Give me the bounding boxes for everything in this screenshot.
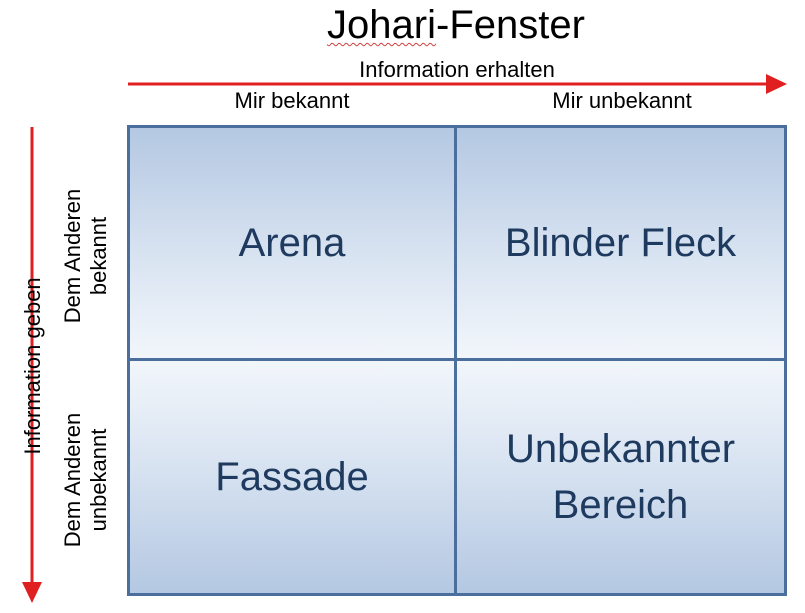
x-axis-arrow-head <box>766 74 787 94</box>
row-header-dem-anderen-bekannt: Dem Anderen bekannt <box>60 166 116 346</box>
quadrant-label: Bereich <box>552 482 689 527</box>
quadrant-label: Arena <box>238 220 346 265</box>
quadrant-blinder-fleck: Blinder Fleck <box>457 128 784 361</box>
row-header-line: Dem Anderen <box>60 188 85 324</box>
diagram-title: Johari-Fenster <box>0 2 805 48</box>
quadrant-fassade: Fassade <box>130 360 457 593</box>
column-header-mir-unbekannt: Mir unbekannt <box>552 88 692 113</box>
x-axis-label: Information erhalten <box>359 57 555 82</box>
quadrant-label: Unbekannter <box>505 426 736 471</box>
row-header-line: bekannt <box>86 216 111 296</box>
quadrant-unbekannter-bereich: Unbekannter Bereich <box>457 360 784 593</box>
row-header-line: unbekannt <box>86 428 111 532</box>
y-axis-arrow-head <box>22 582 42 603</box>
johari-grid: Arena Blinder Fleck Fassade Unbekannter … <box>127 125 787 596</box>
title-part-fenster: -Fenster <box>436 3 585 47</box>
quadrant-arena: Arena <box>130 128 457 361</box>
row-header-dem-anderen-unbekannt: Dem Anderen unbekannt <box>60 390 116 570</box>
quadrant-label: Fassade <box>215 454 369 499</box>
y-axis-label: Information geben <box>20 277 45 455</box>
title-part-johari: Johari <box>327 3 436 47</box>
quadrant-label: Blinder Fleck <box>504 220 737 265</box>
column-header-mir-bekannt: Mir bekannt <box>234 88 350 113</box>
row-header-line: Dem Anderen <box>60 412 85 548</box>
